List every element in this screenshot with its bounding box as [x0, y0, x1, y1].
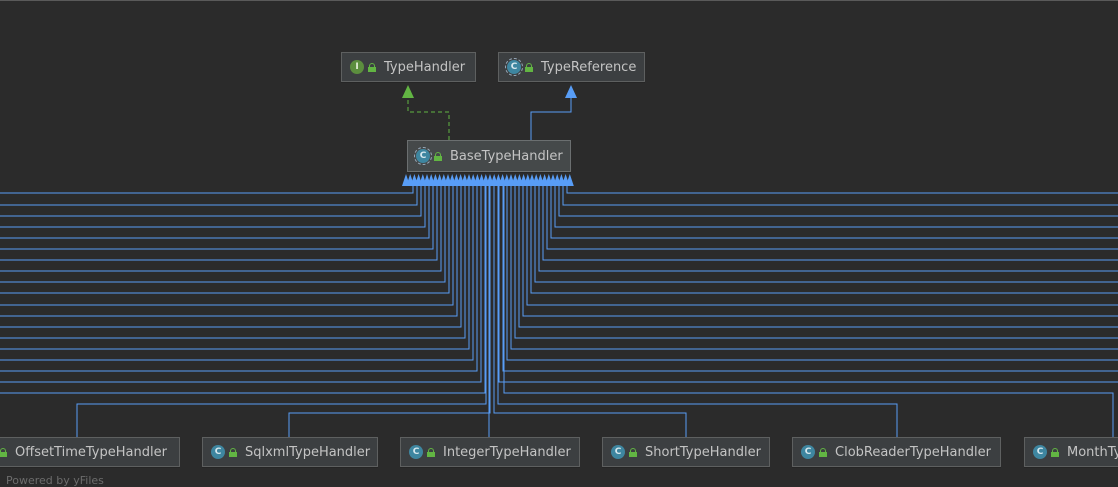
- subclass-edge: [510, 186, 1118, 350]
- subclass-edge: [538, 186, 1118, 272]
- node-shorttypehandler[interactable]: C ShortTypeHandler: [602, 437, 770, 467]
- public-access-icon: [525, 62, 533, 72]
- node-basetypehandler[interactable]: C BaseTypeHandler: [407, 140, 571, 172]
- subclass-arrowhead: [565, 174, 574, 186]
- extends-edge: [530, 98, 572, 140]
- subclass-edge: [542, 186, 1118, 261]
- subclass-edge: [493, 186, 687, 437]
- node-integertypehandler[interactable]: C IntegerTypeHandler: [400, 437, 580, 467]
- class-icon: C: [409, 445, 423, 459]
- subclass-arrowheads: [402, 174, 574, 186]
- subclass-edge: [562, 186, 1118, 206]
- implements-edge: [407, 98, 450, 140]
- subclass-edge: [554, 186, 1118, 228]
- node-typereference[interactable]: C TypeReference: [498, 52, 645, 82]
- subclass-edge: [0, 186, 434, 250]
- node-label: ShortTypeHandler: [645, 444, 761, 460]
- abstract-class-icon: C: [414, 147, 432, 165]
- subclass-edge: [498, 186, 1118, 383]
- node-label: IntegerTypeHandler: [443, 444, 571, 460]
- class-icon: C: [611, 445, 625, 459]
- subclass-edge: [0, 186, 474, 361]
- class-icon: C: [801, 445, 815, 459]
- public-access-icon: [434, 151, 442, 161]
- public-access-icon: [1051, 447, 1059, 457]
- subclass-edge: [502, 186, 1118, 372]
- subclass-edge: [522, 186, 1118, 317]
- node-offsettimetypehandler[interactable]: OffsetTimeTypeHandler: [0, 437, 180, 467]
- implements-arrowhead: [402, 85, 414, 98]
- subclass-edge: [0, 186, 438, 261]
- extends-arrowhead: [565, 85, 577, 98]
- node-label: SqlxmlTypeHandler: [245, 444, 371, 460]
- subclass-edge: [503, 186, 1114, 437]
- subclass-edge: [530, 186, 1118, 294]
- subclass-edge: [550, 186, 1118, 239]
- subclass-edge: [566, 186, 1118, 194]
- class-icon: C: [1033, 445, 1047, 459]
- subclass-edge: [0, 186, 418, 206]
- subclass-edge: [0, 186, 478, 372]
- subclass-edge: [526, 186, 1118, 306]
- class-icon: C: [211, 445, 225, 459]
- subclass-edge: [0, 186, 486, 394]
- subclass-edge: [0, 186, 454, 306]
- subclass-edge: [0, 186, 442, 272]
- subclass-edge: [514, 186, 1118, 339]
- node-label: TypeHandler: [384, 59, 466, 75]
- public-access-icon: [368, 62, 376, 72]
- subclass-edge: [506, 186, 1118, 361]
- node-label: OffsetTimeTypeHandler: [15, 444, 167, 460]
- subclass-edge: [497, 186, 898, 437]
- subclass-edge: [0, 186, 466, 339]
- public-access-icon: [629, 447, 637, 457]
- subclass-edge: [534, 186, 1118, 283]
- subclass-edge: [558, 186, 1118, 217]
- node-sqlxmltypehandler[interactable]: C SqlxmlTypeHandler: [202, 437, 378, 467]
- public-access-icon: [427, 447, 435, 457]
- node-monthtypehandler[interactable]: C MonthTypeHandler: [1024, 437, 1118, 467]
- subclass-edge: [546, 186, 1118, 250]
- subclass-edge: [0, 186, 450, 294]
- subclass-edges: [0, 186, 1118, 437]
- node-label: MonthTypeHandler: [1067, 444, 1118, 460]
- subclass-edge: [0, 186, 422, 217]
- public-access-icon: [819, 447, 827, 457]
- node-label: ClobReaderTypeHandler: [835, 444, 991, 460]
- public-access-icon: [0, 447, 7, 457]
- public-access-icon: [229, 447, 237, 457]
- subclass-edge: [0, 186, 430, 239]
- abstract-class-icon: C: [505, 58, 523, 76]
- node-label: TypeReference: [541, 59, 637, 75]
- node-clobreadertypehandler[interactable]: C ClobReaderTypeHandler: [792, 437, 1001, 467]
- subclass-edge: [0, 186, 458, 317]
- yfiles-watermark: Powered by yFiles: [6, 474, 104, 487]
- subclass-edge: [288, 186, 491, 437]
- node-typehandler[interactable]: I TypeHandler: [341, 52, 476, 82]
- subclass-edge: [0, 186, 446, 283]
- interface-icon: I: [350, 60, 364, 74]
- node-label: BaseTypeHandler: [450, 148, 563, 164]
- subclass-edge: [0, 186, 470, 350]
- subclass-edge: [0, 186, 482, 383]
- subclass-edge: [0, 186, 414, 194]
- subclass-edge: [76, 186, 487, 437]
- top-divider: [0, 0, 1118, 1]
- subclass-edge: [0, 186, 462, 328]
- subclass-edge: [518, 186, 1118, 328]
- subclass-edge: [0, 186, 426, 228]
